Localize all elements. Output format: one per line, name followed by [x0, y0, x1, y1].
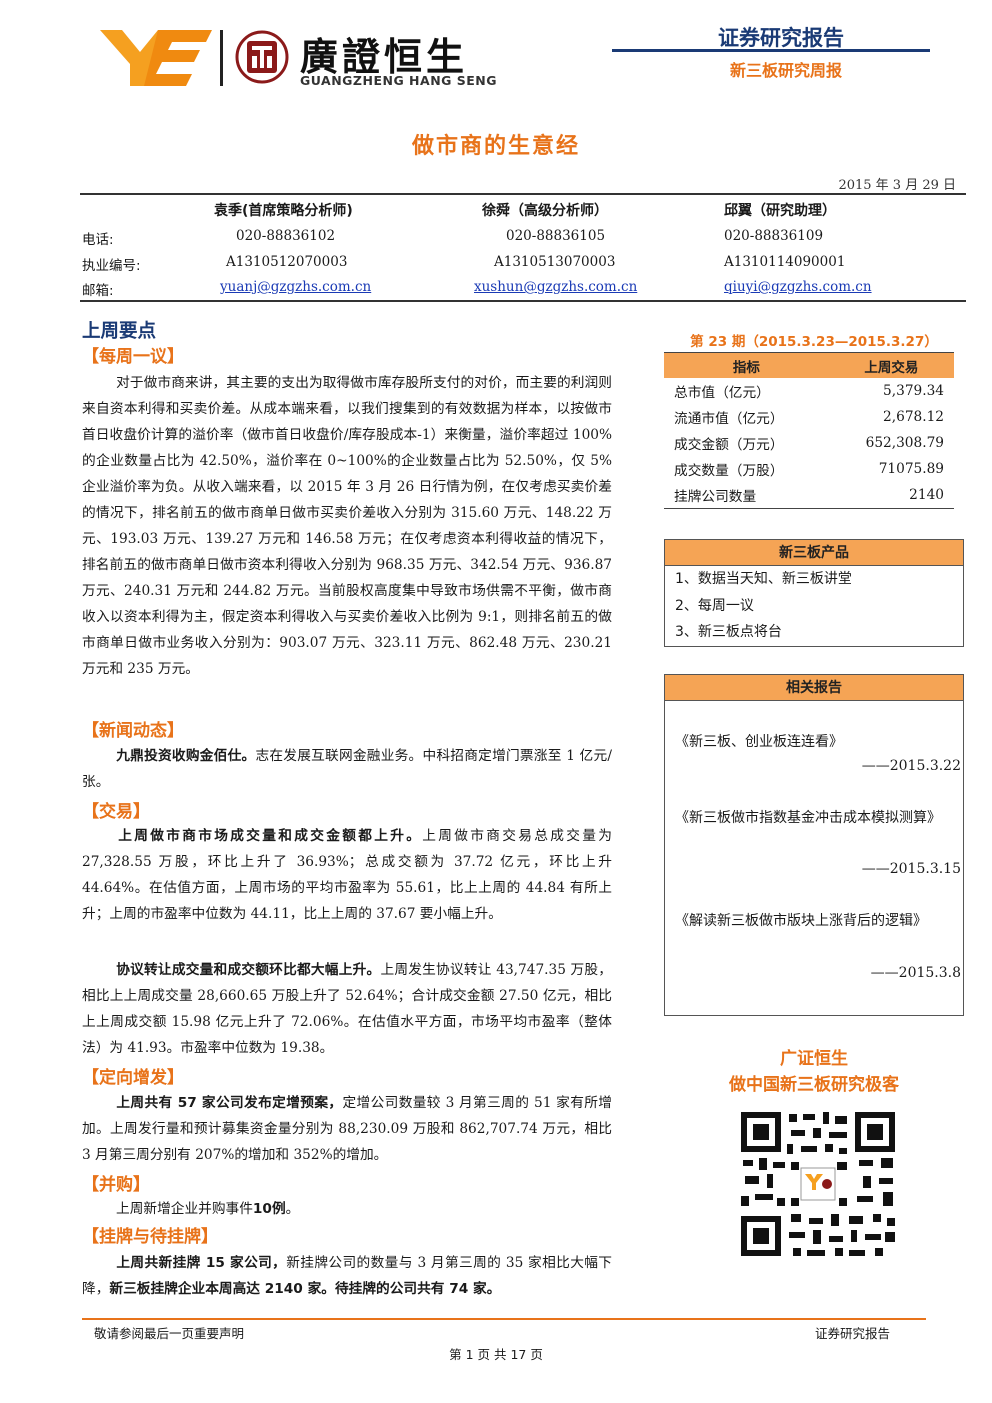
- phone-label: 电话:: [82, 232, 114, 248]
- report-subtype: 新三板研究周报: [729, 61, 842, 80]
- analyst-phone: 020-88836105: [506, 228, 606, 244]
- product-item: 2、每周一议: [675, 597, 754, 614]
- related-report-date: ——2015.3.22: [861, 758, 961, 774]
- section-heading-weekly: 【每周一议】: [82, 347, 184, 367]
- license-label: 执业编号:: [82, 258, 141, 274]
- related-report-link[interactable]: 《新三板做市指数基金冲击成本模拟测算》: [675, 810, 941, 826]
- table-row: 成交数量（万股） 71075.89: [664, 456, 954, 482]
- metric-value: 71075.89: [878, 461, 944, 477]
- trade-p2-bold: 协议转让成交量和成交额环比都大幅上升。: [116, 962, 381, 978]
- related-report-link[interactable]: 《解读新三板做市版块上涨背后的逻辑》: [675, 913, 927, 929]
- placement-paragraph: 上周共有 57 家公司发布定增预案，定增公司数量较 3 月第三周的 51 家有所…: [82, 1090, 612, 1168]
- trade-paragraph-1: 上周做市商市场成交量和成交金额都上升。上周做市商交易总成交量为 27,328.5…: [82, 823, 612, 927]
- mna-tail: 。: [285, 1201, 300, 1217]
- related-report-date: ——2015.3.8: [870, 965, 961, 981]
- report-type: 证券研究报告: [718, 26, 844, 50]
- ye-logo-icon: [100, 30, 212, 86]
- page-number: 第 1 页 共 17 页: [449, 1347, 543, 1362]
- table-header-cell: 上周交易: [828, 353, 954, 378]
- table-header-cell: 指标: [664, 353, 829, 378]
- metric-value: 652,308.79: [865, 435, 944, 451]
- analyst-bottom-rule: [80, 300, 966, 302]
- metric-label: 流通市值（亿元）: [674, 411, 784, 427]
- news-text: 志在发展互联网金融业务。中科招商定增门票涨至 1 亿元/张。: [82, 748, 612, 790]
- seal-icon: [235, 30, 289, 84]
- listing-paragraph: 上周共新挂牌 15 家公司，新挂牌公司的数量与 3 月第三周的 35 家相比大幅…: [82, 1250, 612, 1302]
- metric-value: 2,678.12: [883, 409, 944, 425]
- mna-paragraph: 上周新增企业并购事件10例。: [82, 1196, 612, 1222]
- report-date: 2015 年 3 月 29 日: [838, 178, 956, 193]
- analyst-name: 邱翼（研究助理）: [724, 203, 836, 219]
- news-bold: 九鼎投资收购金佰仕。: [116, 748, 256, 764]
- analyst-email-link[interactable]: yuanj@gzgzhs.com.cn: [220, 279, 372, 295]
- trade-p1-text: 上周做市商交易总成交量为 27,328.55 万股，环比上升了 36.93%；总…: [82, 828, 612, 922]
- analyst-name: 袁季(首席策略分析师): [214, 203, 353, 219]
- table-top-rule: [664, 352, 954, 354]
- market-stats-table: 指标 上周交易 总市值（亿元） 5,379.34 流通市值（亿元） 2,678.…: [664, 353, 954, 509]
- analyst-license: A1310114090001: [724, 254, 846, 270]
- blog-slogan: 做中国新三板研究极客: [729, 1075, 899, 1095]
- related-report-link[interactable]: 《新三板、创业板连连看》: [675, 734, 843, 750]
- email-label: 邮箱:: [82, 283, 114, 299]
- analyst-license: A1310513070003: [494, 254, 616, 270]
- related-report-date: ——2015.3.15: [861, 861, 961, 877]
- analyst-email-link[interactable]: xushun@gzgzhs.com.cn: [474, 279, 638, 295]
- logo-english-name: GUANGZHENG HANG SENG: [300, 73, 498, 88]
- weekly-text: 对于做市商来讲，其主要的支出为取得做市库存股所支付的对价，而主要的利润则来自资本…: [82, 375, 612, 677]
- qr-code-icon: [739, 1110, 897, 1258]
- products-heading: 新三板产品: [665, 540, 963, 566]
- related-reports-box: 相关报告 《新三板、创业板连连看》 ——2015.3.22 《新三板做市指数基金…: [664, 674, 964, 1016]
- footer-disclaimer: 敬请参阅最后一页重要声明: [94, 1326, 245, 1341]
- section-heading-news: 【新闻动态】: [82, 721, 184, 741]
- header-divider: [612, 49, 930, 52]
- trade-p2-text: 上周发生协议转让 43,747.35 万股，相比上上周成交量 28,660.65…: [82, 962, 612, 1056]
- mna-text: 上周新增企业并购事件: [116, 1201, 253, 1217]
- table-row: 挂牌公司数量 2140: [664, 482, 954, 509]
- analyst-phone: 020-88836109: [724, 228, 824, 244]
- placement-text: 定增公司数量较 3 月第三周的 51 家有所增加。上周发行量和预计募集资金量分别…: [82, 1095, 612, 1163]
- section-main-heading: 上周要点: [82, 321, 157, 342]
- trade-p1-bold: 上周做市商市场成交量和成交金额都上升。: [116, 828, 423, 844]
- footer-divider: [82, 1318, 926, 1320]
- table-row: 成交金额（万元） 652,308.79: [664, 430, 954, 456]
- analyst-top-rule: [80, 193, 966, 195]
- mna-bold: 10例: [252, 1201, 286, 1217]
- metric-label: 总市值（亿元）: [674, 385, 770, 401]
- section-heading-trade: 【交易】: [82, 802, 150, 822]
- company-logo: 廣證恒生 GUANGZHENG HANG SENG: [100, 26, 520, 88]
- metric-label: 挂牌公司数量: [664, 482, 829, 509]
- trade-paragraph-2: 协议转让成交量和成交额环比都大幅上升。上周发生协议转让 43,747.35 万股…: [82, 957, 612, 1061]
- analyst-name: 徐舜（高级分析师）: [482, 203, 608, 219]
- metric-label: 成交数量（万股）: [674, 463, 784, 479]
- listing-bold-1: 上周共新挂牌 15 家公司，: [116, 1255, 287, 1271]
- table-header-row: 指标 上周交易: [664, 353, 954, 378]
- news-paragraph: 九鼎投资收购金佰仕。志在发展互联网金融业务。中科招商定增门票涨至 1 亿元/张。: [82, 743, 612, 795]
- products-box: 新三板产品 1、数据当天知、新三板讲堂 2、每周一议 3、新三板点将台: [664, 539, 964, 647]
- analyst-phone: 020-88836102: [236, 228, 336, 244]
- page-title: 做市商的生意经: [411, 134, 580, 159]
- metric-label: 成交金额（万元）: [674, 437, 784, 453]
- section-heading-listing: 【挂牌与待挂牌】: [82, 1227, 218, 1247]
- weekly-paragraph: 对于做市商来讲，其主要的支出为取得做市库存股所支付的对价，而主要的利润则来自资本…: [82, 370, 612, 682]
- table-row: 总市值（亿元） 5,379.34: [664, 378, 954, 404]
- issue-period: 第 23 期（2015.3.23—2015.3.27）: [690, 334, 938, 350]
- metric-value: 2140: [828, 482, 954, 509]
- product-item: 1、数据当天知、新三板讲堂: [675, 571, 852, 587]
- logo-divider: [220, 30, 223, 86]
- product-item: 3、新三板点将台: [675, 624, 782, 640]
- footer-report-type: 证券研究报告: [814, 1326, 890, 1341]
- related-reports-heading: 相关报告: [665, 675, 963, 701]
- analyst-license: A1310512070003: [226, 254, 348, 270]
- section-heading-mna: 【并购】: [82, 1175, 150, 1195]
- section-heading-placement: 【定向增发】: [82, 1068, 184, 1088]
- logo-name: 廣證恒生: [300, 35, 469, 79]
- metric-value: 5,379.34: [883, 383, 944, 399]
- placement-bold: 上周共有 57 家公司发布定增预案，: [116, 1095, 343, 1111]
- table-row: 流通市值（亿元） 2,678.12: [664, 404, 954, 430]
- analyst-email-link[interactable]: qiuyi@gzgzhs.com.cn: [724, 279, 872, 295]
- listing-text: 新挂牌公司的数量与 3 月第三周的 35 家相比大幅下降，: [82, 1255, 612, 1297]
- blog-name: 广证恒生: [780, 1049, 848, 1069]
- listing-bold-2: 新三板挂牌企业本周高达 2140 家。待挂牌的公司共有 74 家。: [109, 1281, 501, 1297]
